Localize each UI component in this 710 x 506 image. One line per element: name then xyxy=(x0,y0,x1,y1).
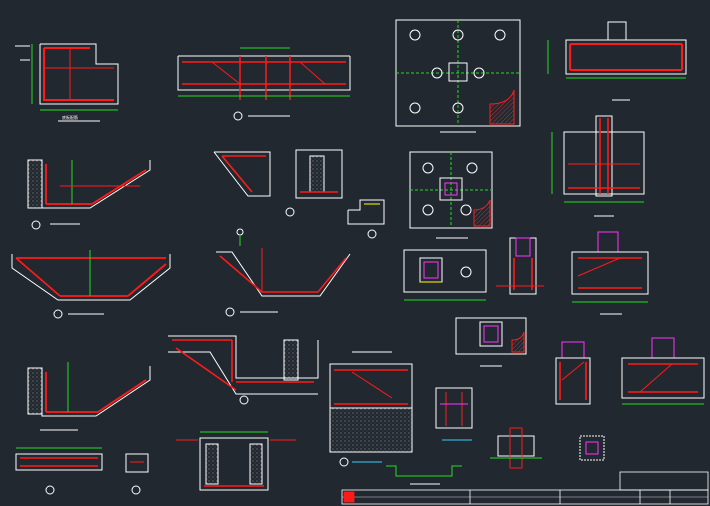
bolt-circle-icon xyxy=(409,29,421,41)
detail-1-label: 底板配筋 xyxy=(62,114,78,120)
detail-plan-view-large xyxy=(395,19,521,133)
detail-bottom-right-column xyxy=(490,427,605,469)
detail-anchor-section-3 xyxy=(555,341,591,405)
detail-sloped-footing-4 xyxy=(216,228,351,317)
detail-bottom-trench xyxy=(176,431,296,491)
detail-trench-profile xyxy=(386,465,462,485)
detail-anchor-plan-2 xyxy=(455,317,527,367)
detail-pile-section xyxy=(435,387,473,441)
detail-anchor-section-1 xyxy=(496,237,544,295)
detail-pier-top-left: 底板配筋 xyxy=(15,43,119,122)
section-symbol-icon xyxy=(233,111,243,121)
detail-stepped-beam xyxy=(168,335,319,405)
detail-anchor-section-2 xyxy=(571,231,649,315)
detail-anchor-section-4 xyxy=(621,337,705,405)
detail-column-elevation xyxy=(551,115,645,217)
detail-elevation-top-right xyxy=(547,21,687,101)
detail-sloped-footing-2 xyxy=(213,149,343,217)
detail-sloped-footing-3 xyxy=(11,250,171,319)
title-block xyxy=(341,471,709,505)
detail-bottom-beam xyxy=(15,447,149,495)
detail-beam-section-top xyxy=(177,47,351,121)
detail-sloped-footing-5 xyxy=(27,362,151,431)
detail-sloped-footing-1 xyxy=(27,159,151,230)
detail-plan-view-small xyxy=(409,151,493,239)
detail-anchor-plan-1 xyxy=(403,249,487,301)
detail-pit-section xyxy=(329,351,413,467)
detail-small-step xyxy=(347,199,385,239)
